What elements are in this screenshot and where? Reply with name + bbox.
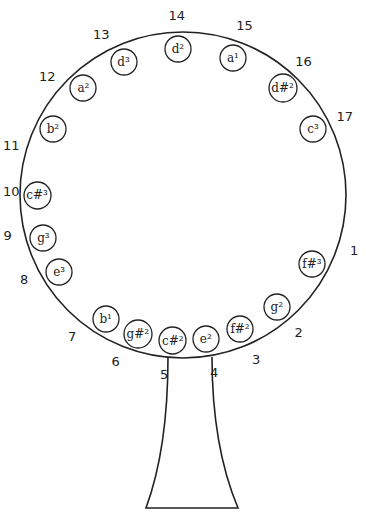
callout-number: 14: [168, 9, 185, 22]
note-name: c#²: [162, 335, 184, 347]
callout-number: 4: [210, 366, 218, 379]
tree-crown: [20, 32, 346, 358]
note-circle: f#²: [226, 315, 254, 343]
note-name: e²: [200, 333, 212, 345]
note-name: c#³: [26, 189, 48, 201]
note-name: b¹: [99, 313, 112, 325]
note-circle: d#²: [268, 73, 298, 103]
note-circle: a²: [69, 74, 97, 102]
note-name: g#²: [127, 328, 150, 340]
note-name: d#²: [271, 82, 294, 94]
note-name: d³: [117, 56, 130, 68]
callout-number: 17: [337, 110, 354, 123]
note-circle: c#²: [158, 326, 187, 355]
callout-number: 10: [3, 185, 20, 198]
note-name: a²: [77, 82, 89, 94]
callout-number: 13: [93, 28, 110, 41]
note-name: e³: [53, 266, 65, 278]
note-name: b²: [47, 123, 60, 135]
note-name: d²: [172, 43, 185, 55]
callout-number: 7: [68, 330, 76, 343]
note-circle: b²: [39, 115, 67, 143]
callout-number: 11: [3, 139, 20, 152]
callout-number: 16: [295, 55, 312, 68]
callout-number: 8: [20, 273, 28, 286]
note-circle: g#²: [123, 319, 153, 349]
note-name: g³: [37, 232, 50, 244]
note-circle: d³: [110, 48, 138, 76]
callout-number: 5: [160, 368, 168, 381]
note-circle: f#³: [298, 250, 326, 278]
callout-number: 3: [252, 353, 260, 366]
note-circle: e³: [45, 258, 73, 286]
note-circle: a¹: [219, 44, 247, 72]
callout-number: 1: [350, 244, 358, 257]
tree-trunk: [146, 357, 238, 508]
note-circle: c#³: [23, 181, 52, 210]
note-circle: d²: [164, 35, 192, 63]
note-name: f#³: [302, 258, 321, 270]
callout-number: 6: [111, 355, 119, 368]
note-name: g²: [271, 301, 284, 313]
note-circle: b¹: [92, 305, 120, 333]
callout-number: 15: [236, 19, 253, 32]
callout-number: 2: [295, 326, 303, 339]
note-circle: g³: [29, 224, 57, 252]
callout-number: 9: [3, 229, 11, 242]
note-circle: e²: [192, 325, 220, 353]
note-name: f#²: [230, 323, 249, 335]
note-circle: g²: [263, 293, 291, 321]
note-circle: c³: [299, 115, 327, 143]
callout-number: 12: [39, 70, 56, 83]
note-name: a¹: [227, 52, 239, 64]
note-name: c³: [307, 123, 319, 135]
